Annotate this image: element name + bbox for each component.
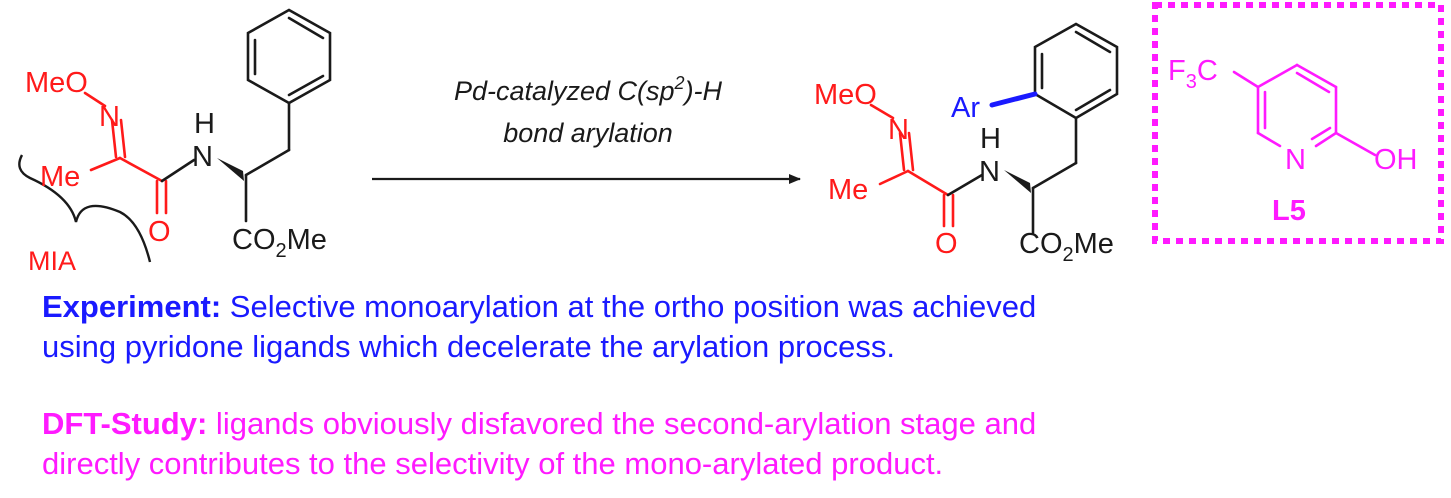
- experiment-text-1: Selective monoarylation at the ortho pos…: [221, 289, 1037, 324]
- arrow-condition-line2: bond arylation: [503, 118, 673, 148]
- ring-inner-bond-1: [1295, 71, 1331, 94]
- o-to-n-bond: [83, 91, 107, 108]
- reactant-ester-label: CO2Me: [232, 224, 327, 262]
- reactant-nh-n-label: N: [192, 141, 213, 173]
- mia-bracket: [18, 154, 152, 263]
- p-aryl-inner-bond-3: [1074, 88, 1112, 112]
- reactant-me-label: Me: [40, 161, 80, 193]
- ligand-cf3-label: F3C: [1168, 55, 1218, 93]
- c-oh-bond: [1334, 131, 1377, 157]
- p-alpha-ch2-bond: [1031, 161, 1078, 190]
- dft-line-1: DFT-Study: ligands obviously disfavored …: [42, 404, 1036, 444]
- ligand-dashed-frame: [1152, 2, 1444, 244]
- experiment-label: Experiment:: [42, 289, 222, 324]
- product-oxime-n-label: N: [888, 114, 909, 146]
- p-c-n-double-bond-b: [907, 131, 915, 172]
- alpha-ch2-bond: [244, 148, 291, 177]
- ring-inner-bond-3: [1310, 126, 1332, 141]
- dft-line-2: directly contributes to the selectivity …: [42, 446, 944, 481]
- p-wedge-bond: [1004, 170, 1031, 193]
- product-ester-label: CO2Me: [1019, 228, 1114, 266]
- dft-text-1: ligands obviously disfavored the second-…: [207, 406, 1037, 441]
- reaction-arrow-group: Pd-catalyzed C(sp2)-H bond arylation: [372, 73, 801, 184]
- p-amide-c-n-bond: [946, 173, 984, 197]
- ligand-l5-box: F3C N OH L5: [1152, 2, 1444, 244]
- c-carbonyl-bond: [118, 156, 164, 183]
- dft-label: DFT-Study:: [42, 406, 208, 441]
- ligand-ring-n-label: N: [1285, 144, 1306, 176]
- reactant-oxime-n-label: N: [99, 101, 120, 133]
- cf3-bond: [1232, 70, 1260, 89]
- c-n-double-bond-b: [119, 118, 127, 159]
- wedge-bond: [217, 158, 244, 181]
- ring-bond-2: [1295, 63, 1338, 89]
- phenyl-inner-bond-3: [287, 74, 325, 97]
- ring-bond-4: [1314, 131, 1338, 148]
- product-carbonyl-o-label: O: [935, 228, 958, 260]
- mia-label: MIA: [28, 246, 76, 276]
- reaction-scheme: MeO N Me H N O CO2Me MIA Pd-catalyzed C(…: [18, 2, 1444, 276]
- experiment-caption: Experiment: Selective monoarylation at t…: [42, 287, 1036, 367]
- arrow-condition-line1: Pd-catalyzed C(sp2)-H: [454, 73, 723, 106]
- p-c-carbonyl-bond: [906, 169, 950, 197]
- product-nh-n-label: N: [979, 156, 1000, 188]
- p-o-to-n-bond: [869, 103, 895, 120]
- new-ar-bond: [989, 91, 1038, 108]
- reactant-structure: MeO N Me H N O CO2Me MIA: [18, 8, 332, 276]
- c-me-bond: [89, 156, 122, 172]
- ring-bond-1: [1256, 63, 1299, 89]
- ligand-l5-label: L5: [1272, 195, 1306, 227]
- phenyl-inner-bond-2: [287, 16, 325, 40]
- p-aryl-inner-bond-2: [1074, 30, 1112, 54]
- product-meo-label: MeO: [814, 79, 877, 111]
- product-ar-label: Ar: [951, 92, 980, 124]
- experiment-line-1: Experiment: Selective monoarylation at t…: [42, 287, 1036, 327]
- reactant-nh-h-label: H: [194, 108, 215, 140]
- reactant-meo-label: MeO: [25, 67, 88, 99]
- product-structure: MeO N Me Ar H N O CO2Me: [814, 22, 1119, 266]
- experiment-line-2: using pyridone ligands which decelerate …: [42, 329, 895, 364]
- p-aryl-ring: [1033, 22, 1119, 120]
- product-nh-h-label: H: [980, 123, 1001, 155]
- p-c-me-bond: [878, 169, 910, 186]
- product-me-label: Me: [828, 174, 868, 206]
- amide-c-n-bond: [160, 158, 196, 183]
- ligand-oh-label: OH: [1374, 144, 1418, 176]
- c-n-double-bond-a: [110, 118, 118, 159]
- p-c-n-double-bond-a: [898, 131, 906, 172]
- phenyl-ring: [246, 8, 332, 105]
- reactant-carbonyl-o-label: O: [148, 216, 171, 248]
- dft-caption: DFT-Study: ligands obviously disfavored …: [42, 404, 1036, 484]
- ring-bond-5: [1256, 131, 1282, 148]
